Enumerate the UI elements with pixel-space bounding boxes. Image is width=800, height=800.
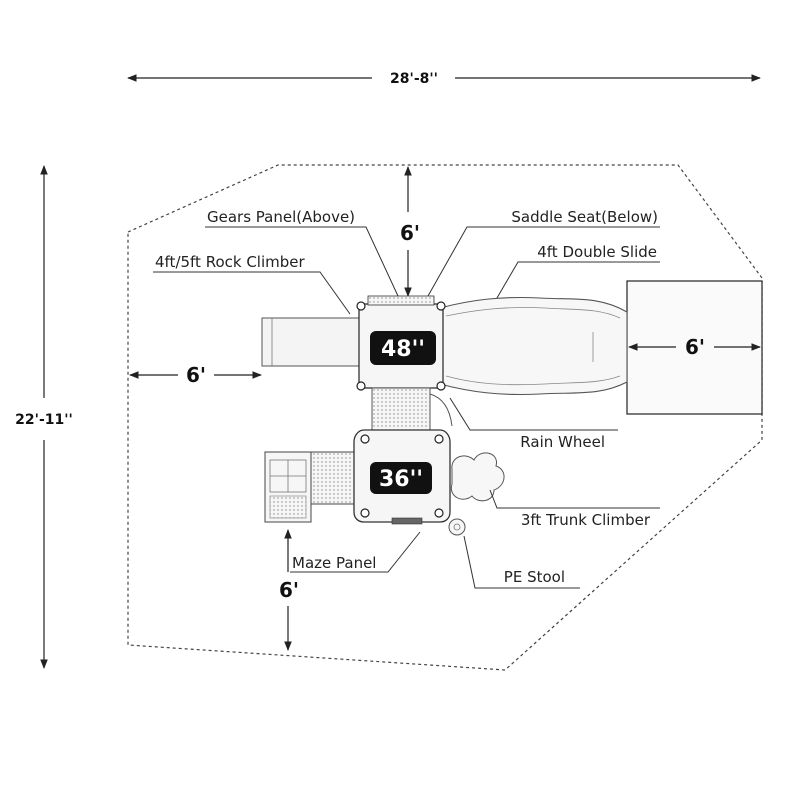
lower-deck: 36'' xyxy=(353,429,451,525)
leader-lines xyxy=(153,226,660,589)
upper-platform-badge xyxy=(370,331,436,365)
double-slide xyxy=(439,296,628,396)
rock-climber xyxy=(261,317,363,367)
saddle-seat-leader xyxy=(427,226,660,297)
bottom-clearance-dimension: 6' xyxy=(279,529,299,651)
gears-panel-label: Gears Panel(Above) xyxy=(207,208,355,226)
maze-panel-label: Maze Panel xyxy=(292,554,376,572)
overall-height-dimension: 22'-11'' xyxy=(15,165,73,669)
trunk-climber xyxy=(450,452,505,502)
gears-panel-leader xyxy=(205,226,399,297)
overall-width-text: 28'-8'' xyxy=(390,71,438,87)
top-clearance-dimension: 6' xyxy=(400,166,420,297)
pe-stool-leader xyxy=(463,535,580,589)
trunk-climber-leader xyxy=(489,489,660,509)
overall-width-dimension: 28'-8'' xyxy=(127,71,761,87)
rock-climber-label: 4ft/5ft Rock Climber xyxy=(155,253,306,271)
rain-wheel-shape xyxy=(429,393,453,427)
connector-stairs xyxy=(371,387,453,431)
left-clearance-text: 6' xyxy=(186,363,206,387)
pe-stool-label: PE Stool xyxy=(504,568,565,586)
double-slide-label: 4ft Double Slide xyxy=(537,243,657,261)
saddle-seat-label: Saddle Seat(Below) xyxy=(511,208,658,226)
pe-stool xyxy=(448,518,466,536)
slide-exit-zone: 6' xyxy=(626,280,763,415)
rain-wheel-leader xyxy=(449,397,618,431)
lower-platform-badge xyxy=(370,462,432,494)
maze-panel-assembly xyxy=(264,451,360,523)
overall-height-text: 22'-11'' xyxy=(15,412,73,428)
trunk-climber-label: 3ft Trunk Climber xyxy=(521,511,651,529)
bottom-clearance-text: 6' xyxy=(279,578,299,602)
safety-zone-boundary xyxy=(127,164,763,671)
maze-panel-leader xyxy=(290,531,421,573)
double-slide-leader xyxy=(496,261,660,299)
rain-wheel-label: Rain Wheel xyxy=(520,433,605,451)
rock-climber-leader xyxy=(153,271,351,315)
right-clearance-text: 6' xyxy=(685,335,705,359)
upper-platform-height: 48'' xyxy=(381,337,425,362)
lower-platform-height: 36'' xyxy=(379,467,423,492)
left-clearance-dimension: 6' xyxy=(129,363,262,387)
upper-deck: 48'' xyxy=(356,295,446,391)
top-clearance-text: 6' xyxy=(400,221,420,245)
